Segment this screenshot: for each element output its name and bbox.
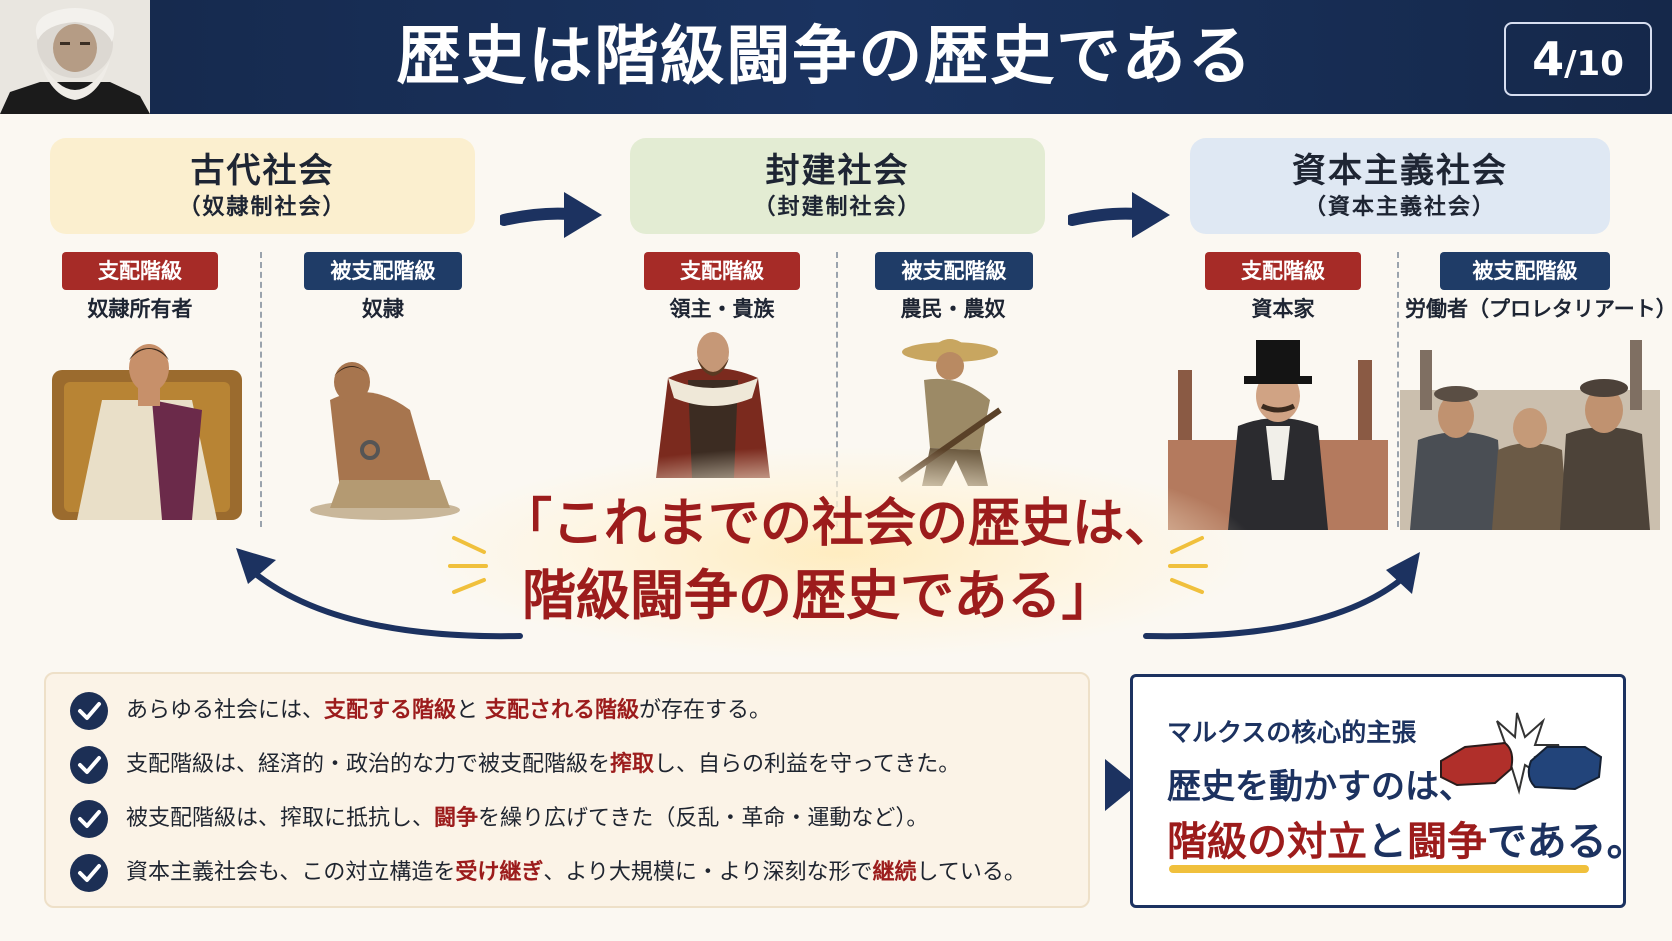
quote-line-2: 階級闘争の歴史である」: [522, 564, 1116, 627]
slave-owner-figure: [52, 344, 242, 520]
ruling-class-badge: 支配階級: [1205, 252, 1361, 290]
quote-line-1: 「これまでの社会の歴史は、: [500, 494, 1177, 554]
triangle-right-icon: [1105, 759, 1137, 811]
key-point-text: 被支配階級は、搾取に抵抗し、闘争を繰り広げてきた（反乱・革命・運動など）。: [126, 806, 929, 831]
column-divider: [260, 252, 262, 527]
page-title: 歴史は階級闘争の歴史である: [396, 20, 1254, 94]
arrow-right-icon: [500, 192, 602, 238]
ruling-class-badge: 支配階級: [62, 252, 218, 290]
slave-figure: [310, 362, 460, 520]
check-icon: [70, 692, 108, 730]
marx-quote: 「これまでの社会の歴史は、 階級闘争の歴史である」: [500, 488, 1180, 632]
check-icon: [70, 800, 108, 838]
key-point-text: 支配階級は、経済的・政治的な力で被支配階級を搾取し、自らの利益を守ってきた。: [126, 752, 961, 777]
core-claim-box: マルクスの核心的主張 歴史を動かすのは、 階級の対立と闘争である。: [1130, 674, 1647, 908]
ruling-class-role: 領主・貴族: [669, 297, 775, 321]
highlight-underline: [1169, 865, 1589, 873]
page-indicator: 4/10: [1504, 22, 1652, 96]
society-name: 封建社会: [765, 151, 910, 191]
ruled-class-role: 農民・農奴: [900, 297, 1006, 321]
key-point-text: 資本主義社会も、この対立構造を受け継ぎ、より大規模に・より深刻な形で継続している…: [126, 860, 1026, 885]
quote-highlight: [430, 448, 1250, 658]
clashing-fists-icon: [1440, 712, 1603, 795]
ruling-class-role: 奴隷所有者: [87, 297, 193, 321]
ruling-class-role: 資本家: [1251, 297, 1315, 321]
marx-portrait: [0, 0, 150, 114]
arrow-right-icon: [1068, 192, 1170, 238]
check-icon: [70, 854, 108, 892]
column-divider: [1397, 252, 1399, 527]
key-point-text: あらゆる社会には、支配する階級と 支配される階級が存在する。: [126, 698, 772, 723]
column-divider: [836, 252, 838, 527]
page-total: /10: [1564, 44, 1624, 84]
key-points-panel: あらゆる社会には、支配する階級と 支配される階級が存在する。 支配階級は、経済的…: [44, 672, 1090, 908]
society-name: 資本主義社会: [1292, 151, 1508, 191]
society-ancient: 古代社会 （奴隷制社会）: [50, 138, 475, 234]
society-subtitle: （資本主義社会）: [1303, 195, 1496, 220]
ruling-class-badge: 支配階級: [644, 252, 800, 290]
ruled-class-badge: 被支配階級: [1440, 252, 1610, 290]
ruled-class-role: 奴隷: [362, 297, 404, 321]
society-capitalist: 資本主義社会 （資本主義社会）: [1190, 138, 1610, 234]
page-current: 4: [1532, 32, 1565, 86]
society-feudal: 封建社会 （封建制社会）: [630, 138, 1045, 234]
check-icon: [70, 746, 108, 784]
core-claim-line-2: 歴史を動かすのは、: [1167, 767, 1473, 807]
society-subtitle: （封建制社会）: [753, 195, 922, 220]
core-claim-line-3: 階級の対立と闘争である。: [1167, 819, 1647, 865]
spark-lines-icon: [448, 536, 488, 594]
ruled-class-badge: 被支配階級: [304, 252, 462, 290]
society-name: 古代社会: [190, 151, 335, 191]
core-claim-lead: マルクスの核心的主張: [1167, 718, 1417, 747]
ruled-class-role: 労働者（プロレタリアート）: [1405, 297, 1672, 321]
header-bar: 歴史は階級闘争の歴史である 4/10: [0, 0, 1672, 114]
spark-lines-icon: [1168, 536, 1208, 594]
society-subtitle: （奴隷制社会）: [178, 195, 347, 220]
workers-figure: [1400, 340, 1660, 530]
ruled-class-badge: 被支配階級: [875, 252, 1033, 290]
